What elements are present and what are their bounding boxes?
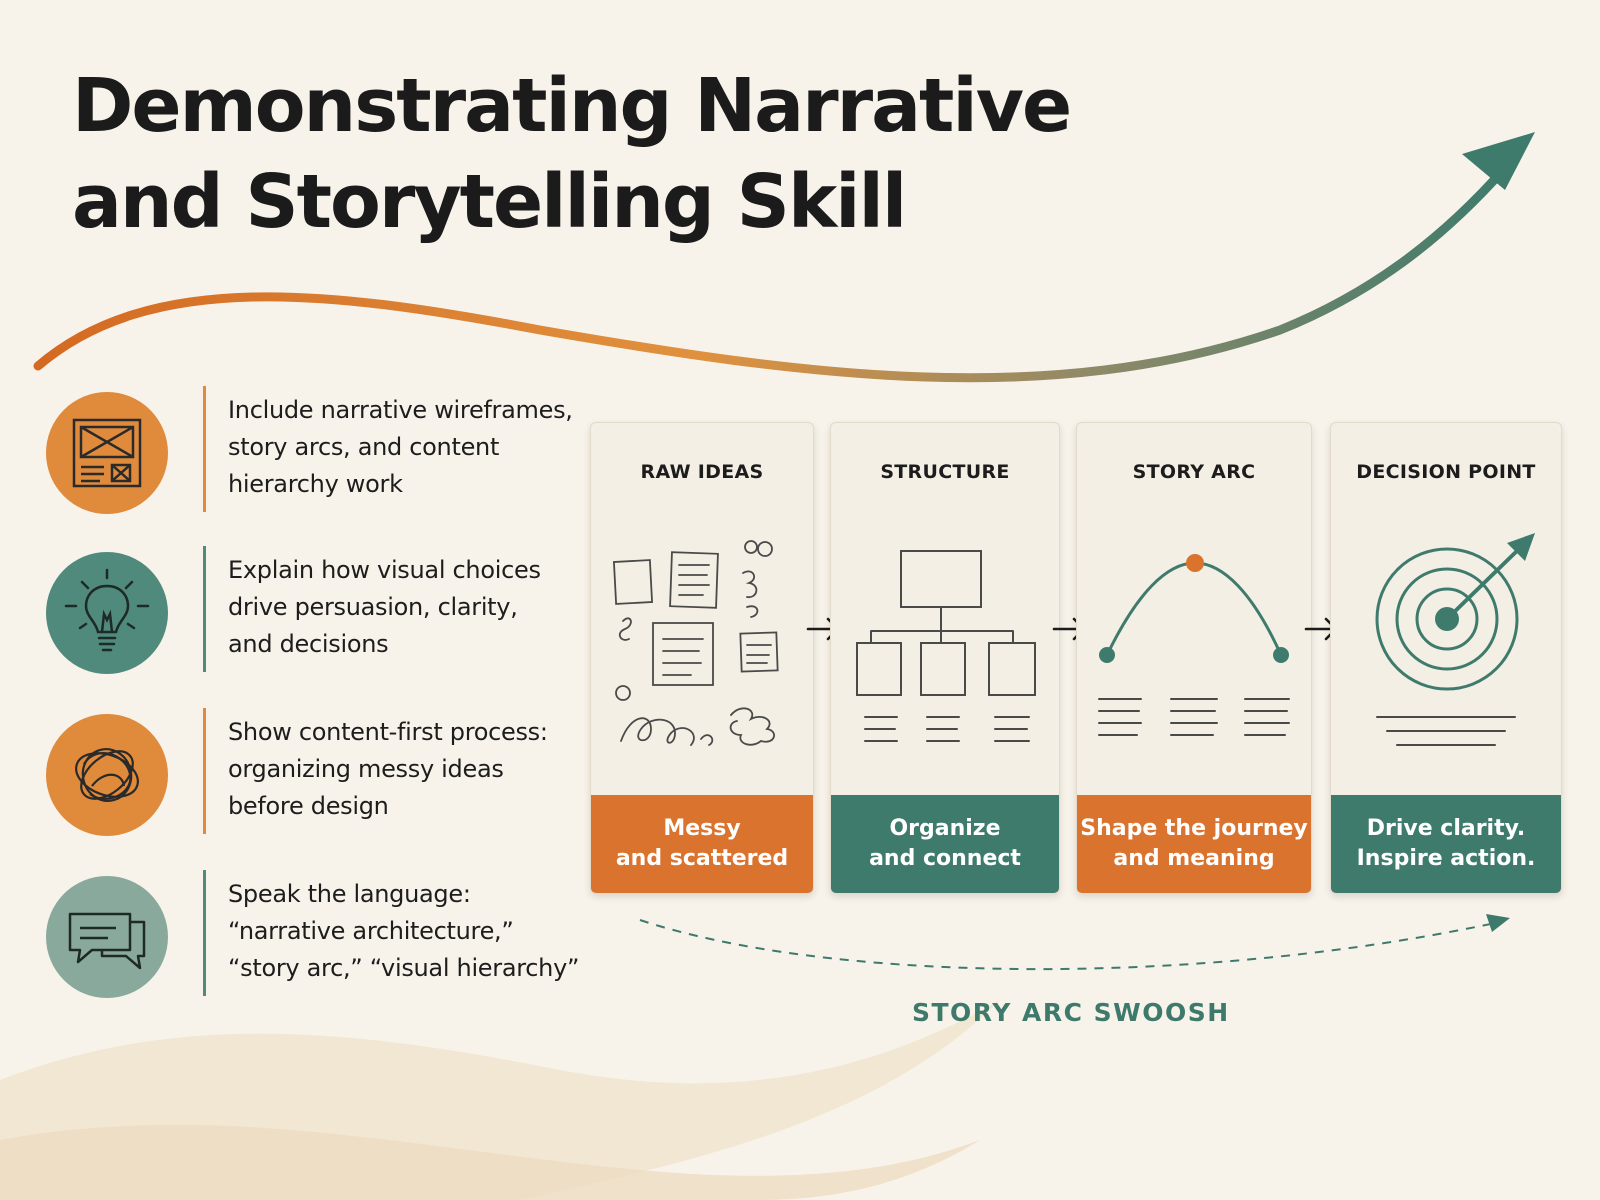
stage-caption: Shape the journey and meaning xyxy=(1077,795,1311,893)
stage-card-raw-ideas: RAW IDEAS Messy and scattered xyxy=(590,422,814,894)
title-line-2: and Storytelling Skill xyxy=(72,159,907,245)
key-point-2: Explain how visual choices drive persuas… xyxy=(46,546,586,676)
stage-title: RAW IDEAS xyxy=(640,461,764,483)
stage-card-story-arc: STORY ARC Shape the journey and meaning xyxy=(1076,422,1312,894)
point-text: Include narrative wireframes, story arcs… xyxy=(228,396,573,498)
stage-title: STRUCTURE xyxy=(880,461,1010,483)
scribble-icon xyxy=(46,714,168,836)
scattered-ideas-illustration xyxy=(612,540,779,746)
stage-title: STORY ARC xyxy=(1132,461,1256,483)
stage-caption: Drive clarity. Inspire action. xyxy=(1331,795,1561,893)
point-divider xyxy=(203,870,206,996)
stage-title: DECISION POINT xyxy=(1356,461,1536,483)
arc-illustration xyxy=(1098,554,1290,736)
stage-card-decision-point: DECISION POINT Drive clarity. Inspire ac… xyxy=(1330,422,1562,894)
lightbulb-icon xyxy=(46,552,168,674)
speech-bubbles-icon xyxy=(46,876,168,998)
page-title: Demonstrating Narrative and Storytelling… xyxy=(72,58,1072,250)
hierarchy-illustration xyxy=(856,550,1036,742)
key-point-3: Show content-first process: organizing m… xyxy=(46,708,586,838)
point-text: Explain how visual choices drive persuas… xyxy=(228,556,541,658)
title-line-1: Demonstrating Narrative xyxy=(72,63,1072,149)
point-text: Show content-first process: organizing m… xyxy=(228,718,548,820)
stage-card-structure: STRUCTURE Organize and connect xyxy=(830,422,1060,894)
stage-caption: Messy and scattered xyxy=(591,795,813,893)
dashed-swoosh-arrow xyxy=(639,914,1510,971)
point-divider xyxy=(203,386,206,512)
point-text: Speak the language: “narrative architect… xyxy=(228,880,580,982)
story-arc-arrow xyxy=(33,163,1510,383)
wireframe-icon xyxy=(46,392,168,514)
point-divider xyxy=(203,546,206,672)
stage-caption: Organize and connect xyxy=(831,795,1059,893)
key-point-4: Speak the language: “narrative architect… xyxy=(46,870,586,1000)
arc-arrowhead xyxy=(1462,132,1535,190)
swoosh-label: STORY ARC SWOOSH xyxy=(912,998,1230,1027)
target-illustration xyxy=(1375,533,1535,746)
key-point-1: Include narrative wireframes, story arcs… xyxy=(46,386,586,516)
point-divider xyxy=(203,708,206,834)
